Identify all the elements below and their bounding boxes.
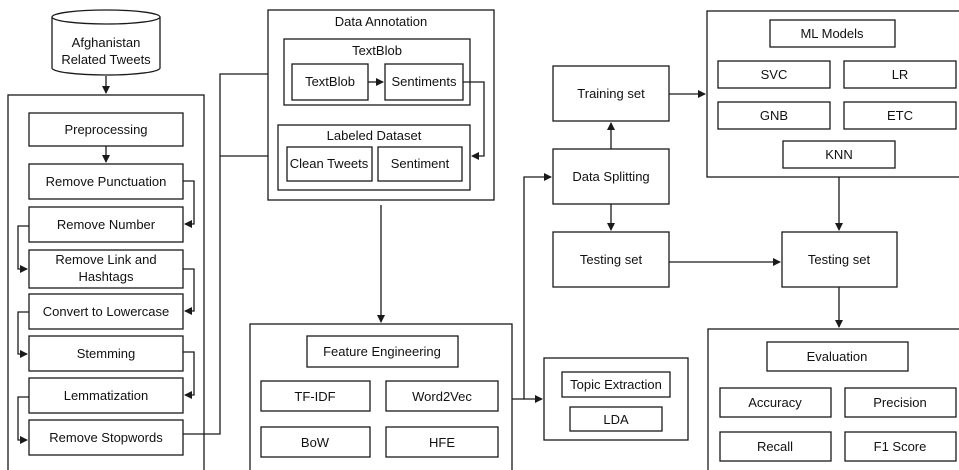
step-label: Remove Number: [57, 217, 156, 232]
preprocessing-title: Preprocessing: [64, 122, 147, 137]
preprocessing-title-box: [28, 112, 184, 147]
feature-label: TF-IDF: [294, 389, 335, 404]
metric-label: Accuracy: [748, 395, 802, 410]
metric-accuracy: [719, 387, 832, 418]
step-label: Remove Stopwords: [49, 430, 163, 445]
source-label-line1: Afghanistan: [72, 35, 141, 50]
ml-models-title: ML Models: [800, 26, 864, 41]
lda-label: LDA: [603, 412, 629, 427]
step-label: Remove Link and: [55, 252, 156, 267]
labeled-dataset-title: Labeled Dataset: [327, 128, 422, 143]
model-label: ETC: [887, 108, 913, 123]
step-remove-stopwords: [28, 419, 184, 456]
arrow-step-4-5: [17, 311, 29, 358]
data-splitting-label: Data Splitting: [572, 169, 649, 184]
evaluation-title-box: [766, 341, 909, 372]
testing-set-eval-label: Testing set: [808, 252, 871, 267]
textblob-label: TextBlob: [305, 74, 355, 89]
step-convert-lowercase: [28, 293, 184, 330]
arrow-stopwords-to-textblob: [183, 70, 283, 435]
textblob-group-title: TextBlob: [352, 43, 402, 58]
arrow-features-to-splitting: [512, 173, 552, 400]
metric-label: Precision: [873, 395, 926, 410]
metric-f1-score: [844, 431, 957, 462]
step-label: Convert to Lowercase: [43, 304, 169, 319]
model-label: SVC: [761, 67, 788, 82]
arrow-step-6-7: [17, 396, 29, 444]
textblob-box: [291, 63, 369, 101]
step-label: Remove Punctuation: [46, 174, 167, 189]
metric-label: F1 Score: [874, 439, 927, 454]
feature-word2vec: [385, 380, 499, 412]
model-gnb: [717, 101, 831, 130]
feature-bow: [260, 426, 371, 458]
step-stemming: [28, 335, 184, 372]
model-label: GNB: [760, 108, 788, 123]
model-svc: [717, 60, 831, 89]
arrow-step-3-4: [183, 268, 195, 315]
step-label: Stemming: [77, 346, 136, 361]
clean-tweets-box: [286, 146, 373, 182]
sentiment-label: Sentiment: [391, 156, 450, 171]
arrow-step-5-6: [183, 351, 195, 399]
step-label: Hashtags: [79, 269, 134, 284]
sentiment-box: [377, 146, 463, 182]
lda-box: [569, 406, 663, 432]
model-lr: [843, 60, 957, 89]
data-annotation-title: Data Annotation: [335, 14, 428, 29]
topic-extraction-title-box: [561, 371, 671, 398]
arrow-step-1-2: [183, 180, 195, 228]
source-database: Afghanistan Related Tweets: [51, 9, 161, 76]
topic-extraction-title: Topic Extraction: [570, 377, 662, 392]
feature-label: Word2Vec: [412, 389, 472, 404]
feature-engineering-title-box: [306, 335, 459, 368]
feature-tfidf: [260, 380, 371, 412]
testing-set-box: [552, 231, 670, 288]
model-label: KNN: [825, 147, 852, 162]
metric-label: Recall: [757, 439, 793, 454]
sentiments-box: [384, 63, 464, 101]
arrow-sentiments-to-labeled: [463, 81, 485, 160]
arrow-step-2-3: [17, 225, 29, 273]
feature-hfe: [385, 426, 499, 458]
feature-engineering-title: Feature Engineering: [323, 344, 441, 359]
testing-set-eval-box: [781, 231, 898, 288]
training-set-box: [552, 65, 670, 122]
testing-set-label: Testing set: [580, 252, 643, 267]
metric-precision: [844, 387, 957, 418]
step-remove-link-hashtags: [28, 249, 184, 289]
model-etc: [843, 101, 957, 130]
evaluation-title: Evaluation: [807, 349, 868, 364]
model-label: LR: [892, 67, 909, 82]
sentiments-label: Sentiments: [391, 74, 457, 89]
model-knn: [782, 140, 896, 169]
clean-tweets-label: Clean Tweets: [290, 156, 369, 171]
feature-label: HFE: [429, 435, 455, 450]
data-splitting-box: [552, 148, 670, 205]
step-lemmatization: [28, 377, 184, 414]
source-label-line2: Related Tweets: [61, 52, 151, 67]
training-set-label: Training set: [577, 86, 645, 101]
metric-recall: [719, 431, 832, 462]
step-label: Lemmatization: [64, 388, 149, 403]
feature-label: BoW: [301, 435, 330, 450]
ml-models-title-box: [769, 19, 896, 48]
step-remove-number: [28, 206, 184, 243]
